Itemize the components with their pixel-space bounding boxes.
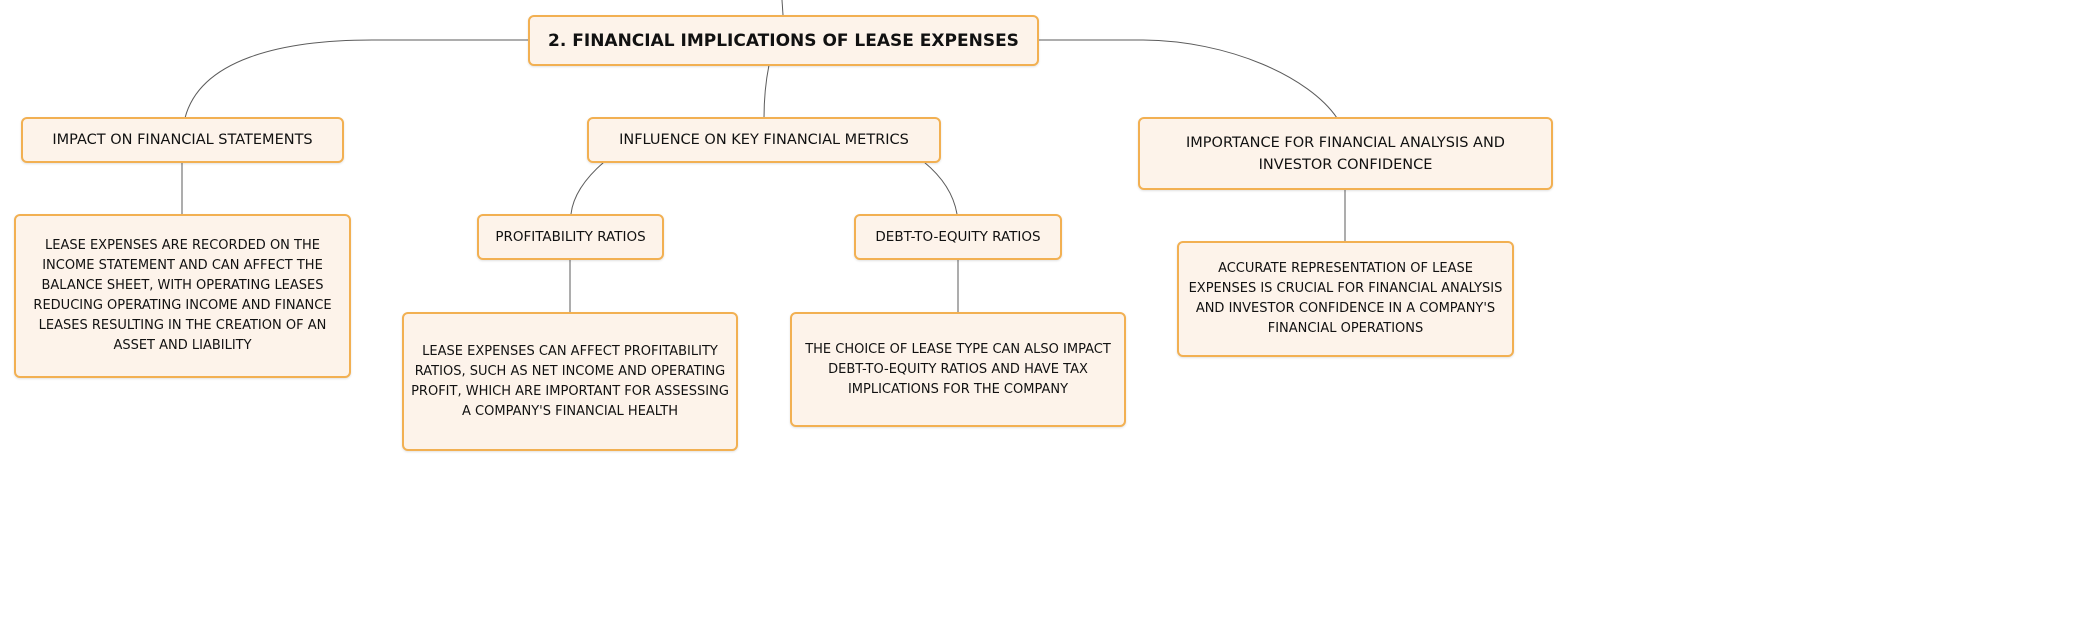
mind-map: 2. FINANCIAL IMPLICATIONS OF LEASE EXPEN… bbox=[14, 0, 1553, 451]
root-title: 2. FINANCIAL IMPLICATIONS OF LEASE EXPEN… bbox=[548, 30, 1019, 51]
detail-text: LEASE EXPENSES ARE RECORDED ON THE INCOM… bbox=[33, 238, 332, 353]
subtopic-debt-to-equity-ratios[interactable]: DEBT-TO-EQUITY RATIOS bbox=[854, 214, 1062, 260]
detail-text: THE CHOICE OF LEASE TYPE CAN ALSO IMPACT… bbox=[805, 341, 1111, 397]
branch-label: INFLUENCE ON KEY FINANCIAL METRICS bbox=[619, 132, 909, 148]
branch-label: IMPACT ON FINANCIAL STATEMENTS bbox=[52, 132, 313, 148]
branch-influence-on-key-financial-metrics[interactable]: INFLUENCE ON KEY FINANCIAL METRICS bbox=[587, 117, 941, 163]
connector-branch-2-to-profitability bbox=[570, 161, 605, 215]
root-node[interactable]: 2. FINANCIAL IMPLICATIONS OF LEASE EXPEN… bbox=[528, 15, 1039, 66]
detail-text: ACCURATE REPRESENTATION OF LEASE EXPENSE… bbox=[1188, 261, 1503, 336]
branch-label: IMPORTANCE FOR FINANCIAL ANALYSIS AND IN… bbox=[1186, 134, 1505, 173]
detail-debt-to-equity-ratios[interactable]: THE CHOICE OF LEASE TYPE CAN ALSO IMPACT… bbox=[790, 312, 1126, 427]
subtopic-profitability-ratios[interactable]: PROFITABILITY RATIOS bbox=[477, 214, 664, 260]
detail-text: LEASE EXPENSES CAN AFFECT PROFITABILITY … bbox=[411, 343, 729, 419]
connector-lines bbox=[181, 0, 1346, 312]
connector-root-to-branch-2 bbox=[763, 64, 770, 119]
branch-importance-for-financial-analysis[interactable]: IMPORTANCE FOR FINANCIAL ANALYSIS AND IN… bbox=[1138, 117, 1553, 190]
connector-root-to-branch-3 bbox=[1038, 39, 1338, 119]
detail-financial-analysis[interactable]: ACCURATE REPRESENTATION OF LEASE EXPENSE… bbox=[1177, 241, 1514, 357]
detail-financial-statements[interactable]: LEASE EXPENSES ARE RECORDED ON THE INCOM… bbox=[14, 214, 351, 378]
connector-parent-to-root bbox=[781, 0, 784, 16]
connector-root-to-branch-1 bbox=[184, 39, 528, 119]
subtopic-label: PROFITABILITY RATIOS bbox=[495, 229, 646, 245]
connector-branch-2-to-debt-equity bbox=[923, 161, 958, 215]
subtopic-label: DEBT-TO-EQUITY RATIOS bbox=[875, 229, 1041, 245]
branch-impact-on-financial-statements[interactable]: IMPACT ON FINANCIAL STATEMENTS bbox=[21, 117, 344, 163]
detail-profitability-ratios[interactable]: LEASE EXPENSES CAN AFFECT PROFITABILITY … bbox=[402, 312, 738, 451]
